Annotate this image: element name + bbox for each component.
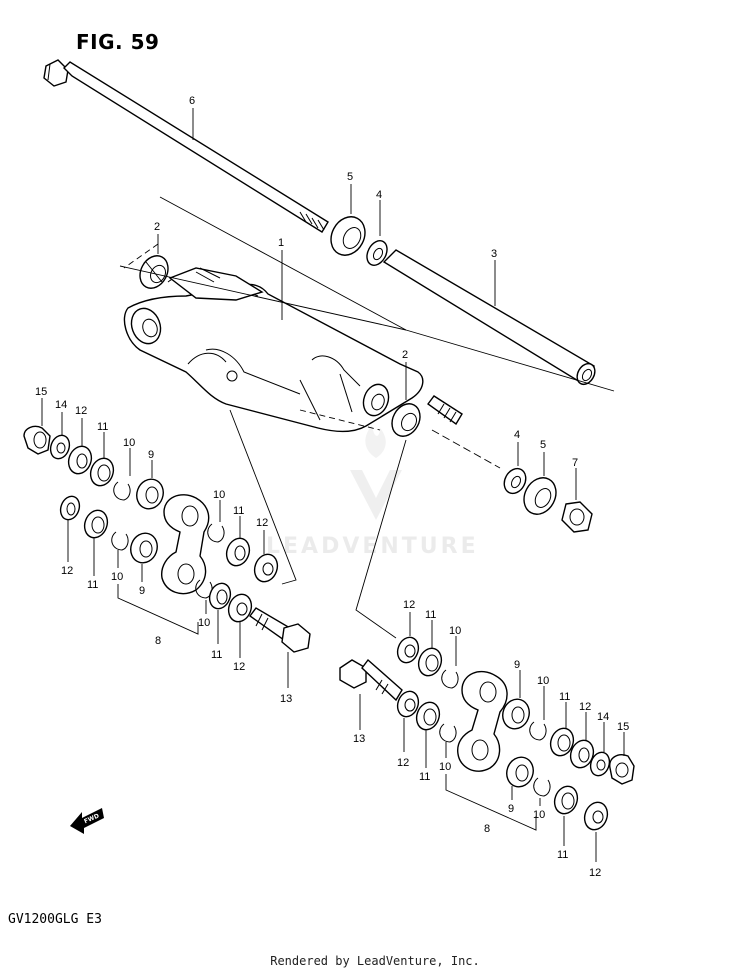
callout-15: 15 [35,386,47,398]
callout-1: 1 [278,237,284,249]
callout-12: 12 [403,599,415,611]
callout-10: 10 [533,809,545,821]
callout-10: 10 [123,437,135,449]
callout-12: 12 [579,701,591,713]
callout-9: 9 [148,449,154,461]
figure-title: FIG. 59 [76,30,160,54]
callout-14: 14 [597,711,609,723]
callout-10: 10 [537,675,549,687]
callout-6: 6 [189,95,195,107]
footer-credit: Rendered by LeadVenture, Inc. [270,954,480,968]
callout-12: 12 [397,757,409,769]
callout-9: 9 [139,585,145,597]
callout-13: 13 [353,733,365,745]
callout-2: 2 [402,349,408,361]
callout-10: 10 [449,625,461,637]
part-1-cushion-lever [123,267,424,433]
callout-4: 4 [514,429,520,441]
callout-4: 4 [376,189,382,201]
callout-13: 13 [280,693,292,705]
watermark-logo: LEADVENTURE [266,425,479,559]
callout-10: 10 [213,489,225,501]
callout-5: 5 [540,439,546,451]
callout-12: 12 [233,661,245,673]
callout-10: 10 [111,571,123,583]
right-cushion-rod-assembly [339,636,635,831]
callout-9: 9 [508,803,514,815]
callout-11: 11 [97,421,108,433]
part-3-spacer-tube [382,249,596,386]
callout-12: 12 [61,565,73,577]
part-4-washer-upper [366,240,388,266]
callout-3: 3 [491,248,497,260]
callout-11: 11 [419,771,430,783]
callout-numbers: 6 5 4 3 2 1 2 4 5 7 15 14 12 11 10 9 10 … [35,95,629,879]
callout-11: 11 [559,691,570,703]
lever-stud-bolt [427,395,463,426]
callout-11: 11 [211,649,222,661]
callout-5: 5 [347,171,353,183]
callout-7: 7 [572,457,578,469]
part-5-bearing-upper [330,216,366,256]
callout-2: 2 [154,221,160,233]
callout-12: 12 [589,867,601,879]
left-cushion-rod-assembly [23,425,311,653]
callout-12: 12 [256,517,268,529]
part-6-pivot-shaft [43,59,329,233]
callout-8: 8 [155,635,161,647]
model-code: GV1200GLG E3 [8,912,102,927]
part-4-washer-lower [503,467,527,495]
callout-15: 15 [617,721,629,733]
callout-leader-lines [41,108,625,862]
part-7-nut [561,501,593,533]
callout-14: 14 [55,399,67,411]
callout-12: 12 [75,405,87,417]
callout-10: 10 [439,761,451,773]
part-5-bearing-lower [523,477,557,515]
assembly-guide-lines [119,196,615,639]
callout-11: 11 [87,579,98,591]
part-2-needle-bearing-right [391,403,421,437]
part-2-needle-bearing-left [139,255,169,289]
callout-11: 11 [425,609,436,621]
callout-11: 11 [233,505,244,517]
callout-9: 9 [514,659,520,671]
watermark-text: LEADVENTURE [266,534,479,559]
callout-8: 8 [484,823,490,835]
callout-10: 10 [198,617,210,629]
forward-direction-arrow: FWD [70,808,104,834]
callout-11: 11 [557,849,568,861]
